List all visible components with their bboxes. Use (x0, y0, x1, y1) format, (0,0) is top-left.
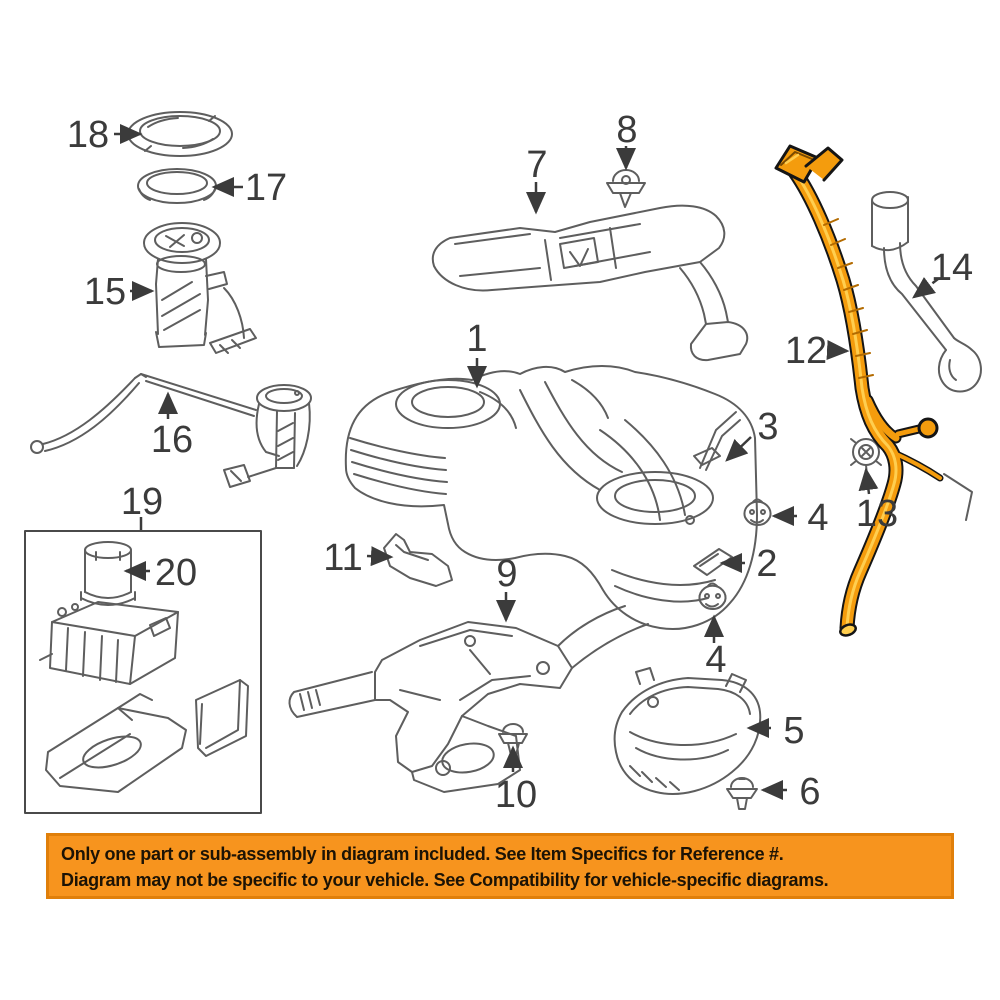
callout-label-10: 10 (495, 774, 537, 816)
part-8-fastener-drawing (606, 169, 646, 208)
callout-label-4-upper: 4 (807, 497, 828, 539)
callout-label-7: 7 (526, 144, 547, 186)
part-15-fuel-pump-module-drawing (143, 222, 257, 354)
disclaimer-banner: Only one part or sub-assembly in diagram… (46, 833, 954, 899)
callout-label-11: 11 (323, 537, 362, 579)
callout-label-8: 8 (616, 109, 637, 151)
callout-label-15: 15 (84, 271, 126, 313)
part-7-crossmember-drawing (431, 204, 749, 362)
part-20-filter-drawing (80, 541, 136, 606)
part-17-seal-drawing (137, 168, 217, 204)
arrow-3 (725, 436, 752, 462)
part-13-clamp-drawing (850, 438, 882, 476)
callout-arrows (114, 124, 939, 800)
callout-label-5: 5 (783, 710, 804, 752)
part-3-strap-bracket-drawing (693, 411, 741, 471)
part-1-fuel-tank-drawing (344, 365, 758, 630)
callout-label-6: 6 (799, 771, 820, 813)
arrow-13 (858, 467, 879, 495)
callout-label-20: 20 (155, 552, 197, 594)
part-12-hook-line-drawing (943, 473, 973, 521)
callout-label-3: 3 (757, 406, 778, 448)
callout-label-2: 2 (756, 543, 777, 585)
callout-label-19: 19 (121, 481, 163, 523)
callout-label-16: 16 (151, 419, 193, 461)
callout-label-1: 1 (466, 318, 487, 360)
part-9-support-drawing (288, 605, 649, 793)
part-16-fuel-line-sender-drawing (30, 373, 312, 488)
part-19-canister-brackets-drawing (39, 601, 249, 793)
arrow-12 (826, 340, 850, 360)
disclaimer-line-2: Diagram may not be specific to your vehi… (61, 870, 829, 890)
arrow-11 (366, 546, 394, 567)
callout-label-17: 17 (245, 167, 287, 209)
part-19-group-box (24, 530, 262, 814)
part-4-grommet-lower-drawing (698, 582, 727, 610)
callout-label-12: 12 (785, 330, 827, 372)
callout-label-14: 14 (931, 247, 973, 289)
disclaimer-line-1: Only one part or sub-assembly in diagram… (61, 844, 784, 864)
part-14-vent-hose-drawing (871, 191, 982, 393)
part-4-grommet-upper-drawing (743, 498, 772, 526)
part-11-bracket-drawing (383, 533, 453, 587)
callout-label-9: 9 (496, 553, 517, 595)
part-5-shield-drawing (613, 667, 762, 795)
callout-labels: 18 17 15 16 19 20 1 7 8 3 4 2 4 13 12 14… (67, 109, 973, 816)
callout-label-13: 13 (856, 493, 898, 535)
part-6-clip-drawing (726, 777, 758, 810)
callout-label-18: 18 (67, 114, 109, 156)
callout-label-4-lower: 4 (705, 639, 726, 681)
part-12-filler-tube-highlighted (774, 144, 944, 637)
part-18-lock-ring-drawing (127, 111, 233, 157)
arrow-14 (912, 277, 939, 299)
